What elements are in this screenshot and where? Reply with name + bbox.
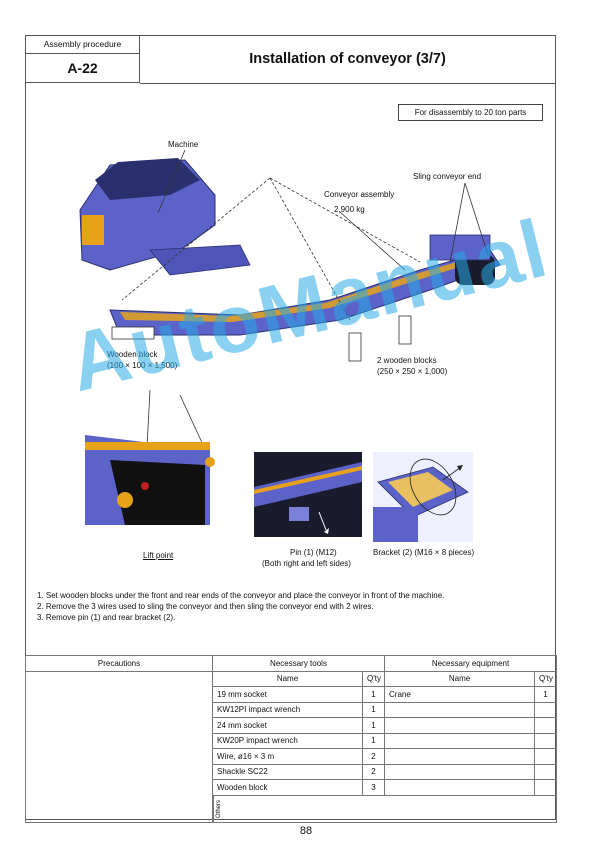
- conveyor-shape: [109, 234, 501, 336]
- page-number: 88: [299, 825, 313, 837]
- equipment-qty-col: Q'ty: [534, 670, 558, 687]
- procedure-box: Assembly procedure A-22: [26, 36, 140, 83]
- label-weight: 2,900 kg: [334, 205, 365, 214]
- tool-qty: 3: [361, 779, 386, 796]
- tools-name-col: Name: [212, 670, 363, 687]
- label-sling-end: Sling conveyor end: [413, 172, 482, 181]
- tool-name: Shackle SC22: [212, 763, 363, 780]
- procedure-number: A-22: [67, 60, 98, 76]
- precautions-cell: [25, 670, 213, 823]
- precautions-header: Precautions: [25, 655, 213, 672]
- tool-name: Wire, ø16 × 3 m: [212, 748, 363, 765]
- tool-name: KW20P impact wrench: [212, 732, 363, 749]
- machine-shape: [79, 158, 251, 276]
- tool-qty: 2: [361, 763, 386, 780]
- instruction-steps: 1. Set wooden blocks under the front and…: [37, 590, 444, 623]
- label-wooden-block-size: (100 × 100 × 1,500): [107, 361, 178, 370]
- table-row: KW12PI impact wrench 1: [26, 701, 558, 718]
- tool-name: Wooden block: [212, 779, 363, 796]
- tool-name: 24 mm socket: [212, 717, 363, 734]
- label-machine: Machine: [168, 140, 199, 149]
- disassembly-note: For disassembly to 20 ton parts: [398, 104, 543, 121]
- wooden-block-mid: [348, 332, 362, 362]
- tool-qty: 1: [361, 686, 386, 703]
- tool-name: KW12PI impact wrench: [212, 701, 363, 718]
- tool-name: 19 mm socket: [212, 686, 363, 703]
- label-pin: Pin (1) (M12): [290, 548, 337, 557]
- others-row: Others: [26, 794, 558, 823]
- detail-bracket: [373, 452, 473, 542]
- label-conveyor-assembly: Conveyor assembly: [324, 190, 395, 199]
- step-3: 3. Remove pin (1) and rear bracket (2).: [37, 613, 176, 622]
- tool-qty: 1: [361, 717, 386, 734]
- table-row: Shackle SC22 2: [26, 763, 558, 780]
- page-title: Installation of conveyor (3/7): [140, 36, 555, 84]
- label-pin-sub: (Both right and left sides): [262, 559, 351, 568]
- detail-pin: [254, 452, 362, 537]
- label-two-blocks: 2 wooden blocks: [377, 356, 437, 365]
- equipment-name: Crane: [384, 686, 536, 703]
- equipment-header: Necessary equipment: [384, 655, 558, 672]
- wooden-block-rear: [398, 315, 412, 345]
- label-wooden-block: Wooden block: [107, 350, 158, 359]
- step-1: 1. Set wooden blocks under the front and…: [37, 591, 445, 600]
- tool-qty: 1: [361, 701, 386, 718]
- tools-qty-col: Q'ty: [361, 670, 386, 687]
- tool-qty: 2: [361, 748, 386, 765]
- table-row: 19 mm socket 1 Crane 1: [26, 686, 558, 703]
- label-bracket: Bracket (2) (M16 × 8 pieces): [373, 548, 475, 557]
- others-label: Others: [213, 796, 225, 821]
- equipment-name-col: Name: [384, 670, 536, 687]
- tools-header: Necessary tools: [211, 655, 386, 672]
- label-two-blocks-size: (250 × 250 × 1,000): [377, 367, 448, 376]
- detail-lift-point: [85, 390, 215, 525]
- requirements-table: Precautions Necessary tools Necessary eq…: [25, 655, 558, 823]
- label-lift-point: Lift point: [143, 551, 174, 560]
- step-2: 2. Remove the 3 wires used to sling the …: [37, 602, 374, 611]
- tool-qty: 1: [361, 732, 386, 749]
- equipment-qty: 1: [534, 686, 558, 703]
- wooden-block-front: [111, 326, 155, 340]
- procedure-label: Assembly procedure: [26, 36, 139, 54]
